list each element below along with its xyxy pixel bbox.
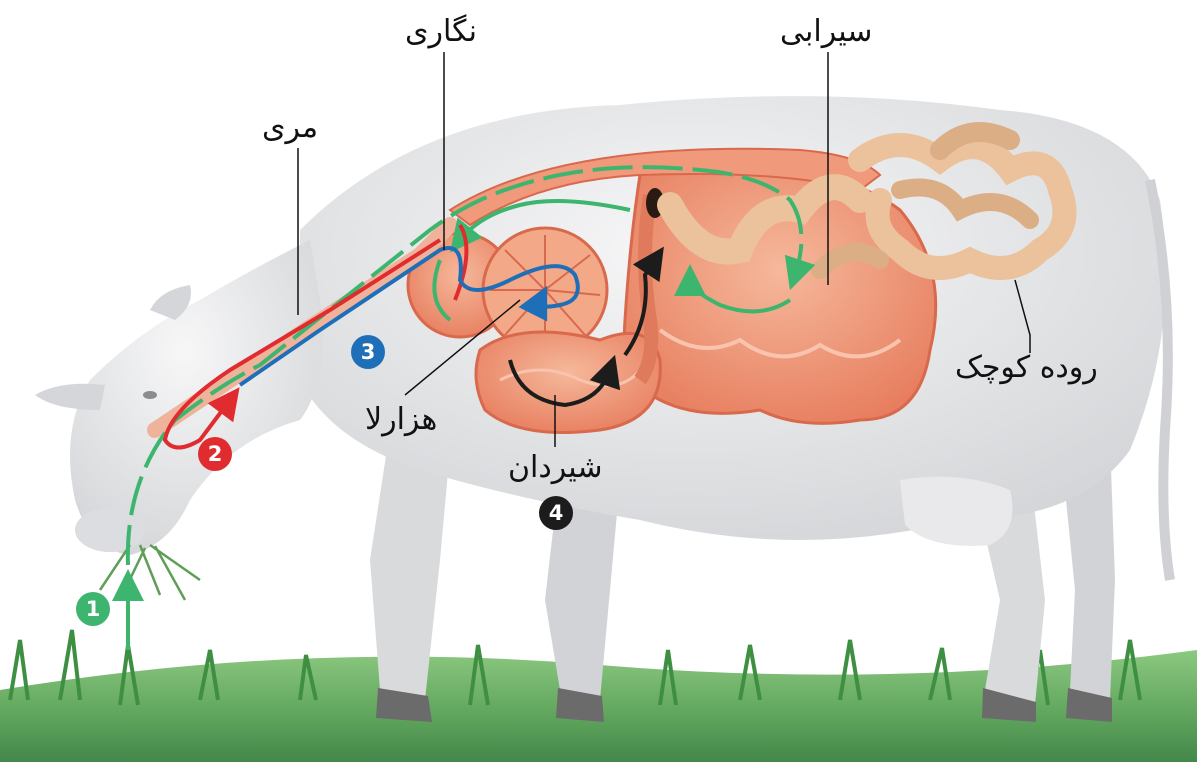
abomasum-organ [476, 332, 660, 433]
esophagus-label: مری [262, 110, 318, 145]
omasum-label: هزارلا [365, 402, 437, 437]
step-3-badge: 3 [351, 335, 385, 369]
abomasum-label: شیردان [508, 450, 602, 485]
step-1-badge: 1 [76, 592, 110, 626]
reticulum-label: نگاری [405, 14, 477, 49]
step-4-badge: 4 [539, 496, 573, 530]
small-intestine-label: روده کوچک [955, 350, 1098, 385]
step-2-badge: 2 [198, 437, 232, 471]
rumen-label: سیرابی [780, 14, 872, 49]
